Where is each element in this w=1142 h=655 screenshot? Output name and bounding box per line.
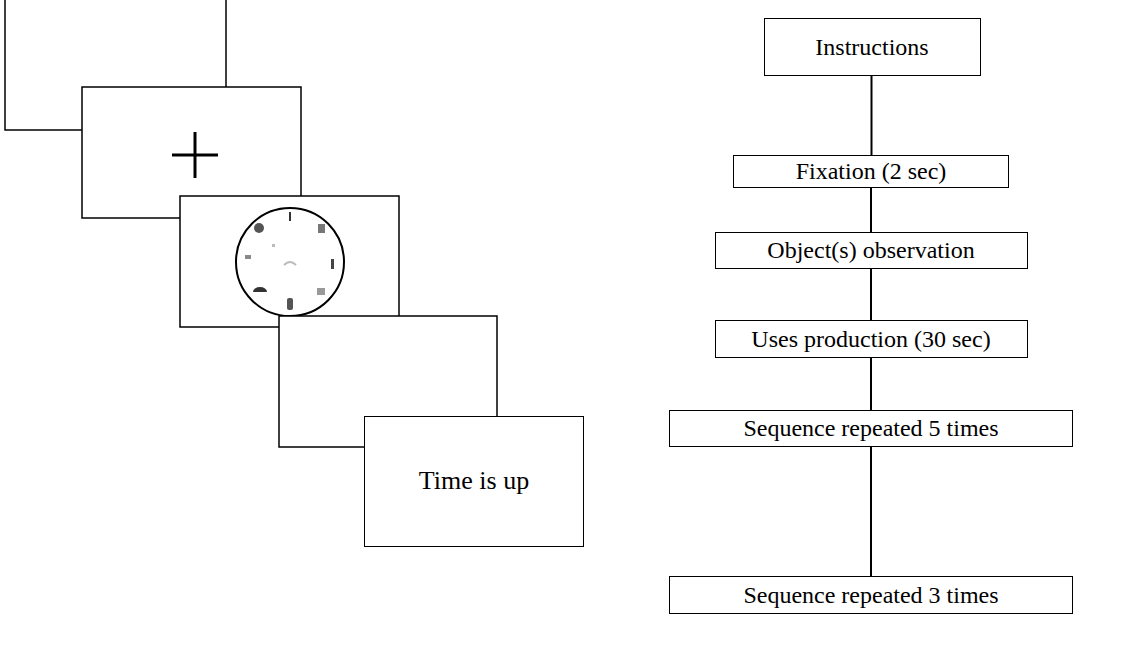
flow-box: Sequence repeated 3 times bbox=[669, 576, 1073, 614]
flow-box: Instructions bbox=[764, 18, 981, 76]
flow-box: Uses production (30 sec) bbox=[715, 320, 1028, 358]
box-label: Uses production (30 sec) bbox=[751, 326, 990, 352]
fixation-cross bbox=[172, 132, 218, 178]
screen-slide: Time is up bbox=[364, 416, 584, 547]
flow-box: Fixation (2 sec) bbox=[733, 155, 1009, 188]
object-circle bbox=[236, 208, 344, 316]
box-label: Sequence repeated 5 times bbox=[743, 415, 998, 441]
box-label: Object(s) observation bbox=[767, 237, 974, 263]
box-label: Time is up bbox=[419, 467, 529, 496]
flow-box: Object(s) observation bbox=[715, 232, 1028, 269]
flow-box: Sequence repeated 5 times bbox=[669, 410, 1073, 447]
box-label: Instructions bbox=[815, 34, 928, 60]
flow-line bbox=[870, 269, 872, 320]
objects-slide bbox=[180, 196, 399, 327]
flow-line bbox=[870, 358, 872, 410]
flow-line bbox=[870, 447, 872, 576]
flow-line bbox=[871, 76, 873, 155]
flow-line bbox=[870, 188, 872, 232]
box-label: Fixation (2 sec) bbox=[796, 158, 947, 184]
box-label: Sequence repeated 3 times bbox=[743, 582, 998, 608]
